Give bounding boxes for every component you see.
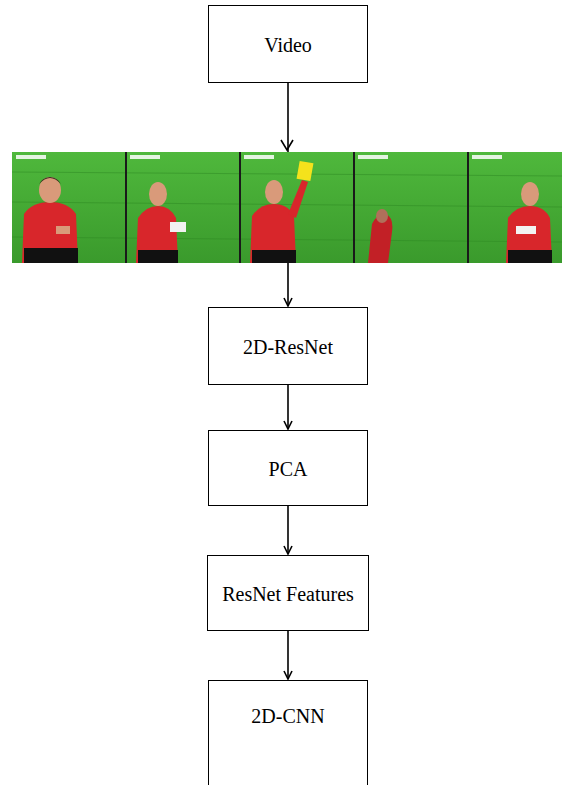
box-label: PCA xyxy=(269,457,308,481)
frame-strip xyxy=(12,152,562,263)
box-label: 2D-ResNet xyxy=(243,335,333,359)
process-box: Video xyxy=(208,5,368,83)
process-box: 2D-ResNet xyxy=(208,307,368,385)
process-box: 2D-CNN xyxy=(208,680,368,785)
process-box: ResNet Features xyxy=(207,555,369,631)
flow-arrow xyxy=(287,506,289,554)
box-label: Video xyxy=(264,33,312,57)
box-label: ResNet Features xyxy=(222,582,354,606)
flow-arrow xyxy=(287,631,289,679)
process-box: PCA xyxy=(208,430,368,506)
box-label: 2D-CNN xyxy=(251,704,324,728)
flow-arrow xyxy=(287,385,289,429)
arrow-head xyxy=(281,140,293,150)
